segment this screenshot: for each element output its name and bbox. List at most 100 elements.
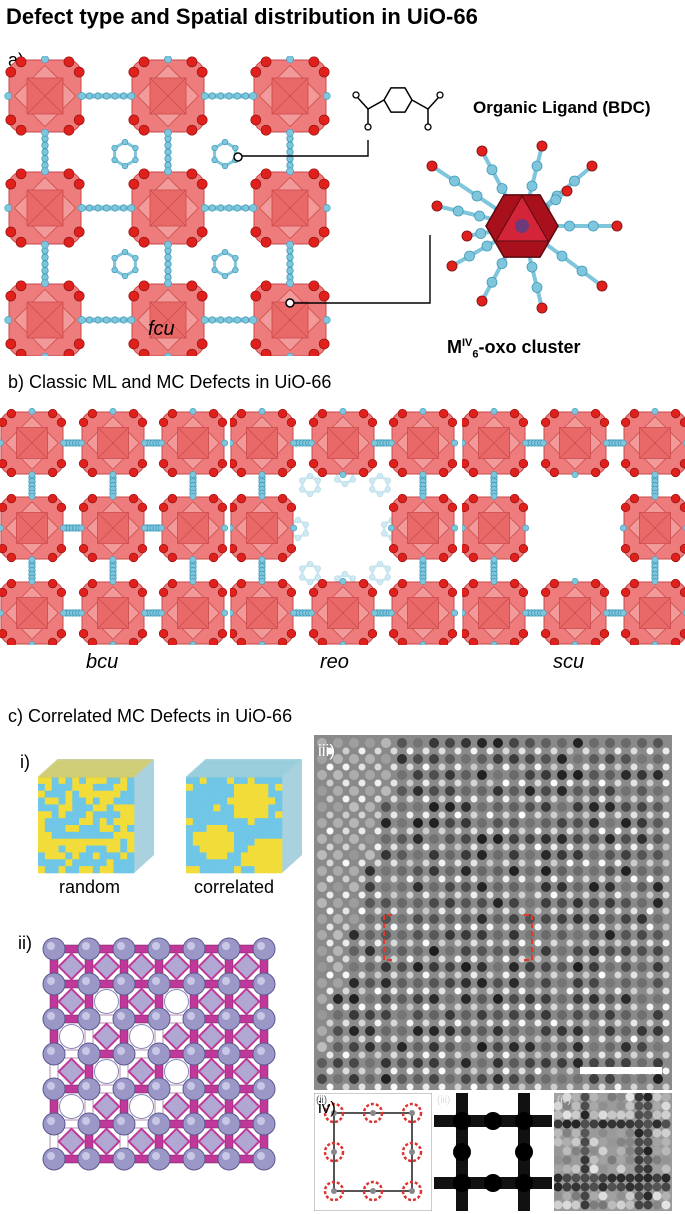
oxygen-atom: [620, 587, 631, 598]
exp-dot: [661, 1128, 671, 1138]
tem-dot: [381, 866, 391, 876]
cube-cell: [120, 811, 128, 819]
exp-dot: [554, 1155, 563, 1165]
tem-dot: [317, 930, 327, 940]
tem-bright: [390, 923, 398, 931]
oxygen-atom: [540, 458, 551, 469]
exp-dot: [616, 1101, 626, 1111]
tem-bright: [326, 859, 334, 867]
tem-bright: [550, 1003, 558, 1011]
tem-dot: [557, 1026, 567, 1036]
cube-cell: [261, 838, 269, 846]
cube-cell: [254, 783, 262, 792]
cube-cell: [72, 804, 80, 812]
linker-atom: [85, 204, 94, 212]
tem-dot: [541, 882, 551, 892]
tem-dot: [365, 930, 375, 940]
tem-dot: [461, 930, 471, 940]
cluster-edge: [26, 189, 64, 227]
oxygen-atom: [509, 552, 520, 563]
cube-cell: [186, 804, 194, 812]
cube-cell: [113, 859, 121, 867]
cube-cell: [247, 845, 255, 853]
tem-bright: [454, 1019, 462, 1027]
tem-bright: [502, 1083, 510, 1090]
oxygen-atom: [438, 578, 449, 589]
carbon-atom: [286, 279, 294, 288]
exp-dot: [625, 1182, 635, 1192]
tem-bright: [598, 843, 606, 851]
exp-dot: [607, 1101, 617, 1111]
cube-cell: [240, 818, 249, 826]
bond: [367, 99, 385, 110]
carbon-atom: [339, 641, 347, 645]
oxygen-atom: [63, 280, 75, 292]
tem-dot: [461, 962, 471, 972]
oxygen-atom: [196, 226, 208, 238]
oxygen-atom: [217, 458, 228, 469]
oxygen-atom: [0, 458, 8, 469]
tem-bright: [406, 923, 414, 931]
cube-cell: [192, 777, 201, 785]
tem-dot: [493, 738, 503, 748]
tem-bright: [422, 811, 430, 819]
oxygen-atom: [260, 348, 272, 356]
tem-dot: [413, 738, 423, 748]
tem-bright: [550, 907, 558, 915]
cube-cell: [254, 777, 262, 785]
tem-dot: [509, 738, 519, 748]
tem-bright: [470, 987, 478, 995]
oxygen-atom: [367, 587, 378, 598]
cube-cell: [234, 797, 242, 805]
metal-cluster: [249, 167, 331, 249]
tem-bright: [486, 795, 494, 803]
cube-cell: [127, 859, 135, 867]
cube-cell: [186, 866, 194, 874]
oxygen-atom: [352, 91, 360, 99]
oxo-core-face: [495, 195, 549, 242]
tem-bright: [646, 923, 654, 931]
oxygen-atom: [317, 578, 328, 589]
tem-bright: [646, 987, 654, 995]
cube-side: [282, 759, 302, 873]
carbon-atom: [249, 316, 258, 324]
carbon-atom: [41, 56, 49, 64]
tem-dot: [317, 994, 327, 1004]
oxygen-atom: [629, 637, 640, 645]
tem-bright: [550, 1067, 558, 1075]
carbon-atom: [28, 641, 36, 645]
exp-dot: [571, 1128, 581, 1138]
tem-bright: [422, 859, 430, 867]
oxygen-atom: [186, 124, 198, 136]
tem-dot: [509, 1026, 519, 1036]
tem-dot: [525, 818, 535, 828]
tem-dot: [477, 930, 487, 940]
tem-dot: [573, 914, 583, 924]
tem-dot: [605, 978, 615, 988]
tem-dot: [365, 770, 375, 780]
oxygen-atom: [128, 66, 140, 78]
tem-bright: [550, 891, 558, 899]
linker-atom: [111, 316, 119, 324]
cube-cell: [106, 818, 114, 826]
metal-cluster: [249, 279, 331, 356]
lattice-diag: [197, 1022, 226, 1051]
metal-cluster: [157, 492, 228, 564]
tem-dot: [317, 962, 327, 972]
tem-dot: [493, 1042, 503, 1052]
cube-cell: [206, 811, 214, 819]
inset-model: [314, 1093, 432, 1211]
exp-dot: [634, 1137, 644, 1147]
tem-bright: [566, 1067, 574, 1075]
lattice-diag: [127, 1127, 156, 1156]
tem-bright: [486, 747, 494, 755]
tem-bright: [470, 795, 478, 803]
sim-node: [453, 1143, 471, 1161]
tem-bright: [422, 1003, 430, 1011]
tem-dot: [365, 1026, 375, 1036]
cube-cell: [58, 866, 66, 874]
cube-cell: [106, 790, 114, 798]
cube-cell: [227, 797, 235, 805]
tem-bright: [422, 1067, 430, 1075]
carbon-atom: [60, 524, 68, 532]
